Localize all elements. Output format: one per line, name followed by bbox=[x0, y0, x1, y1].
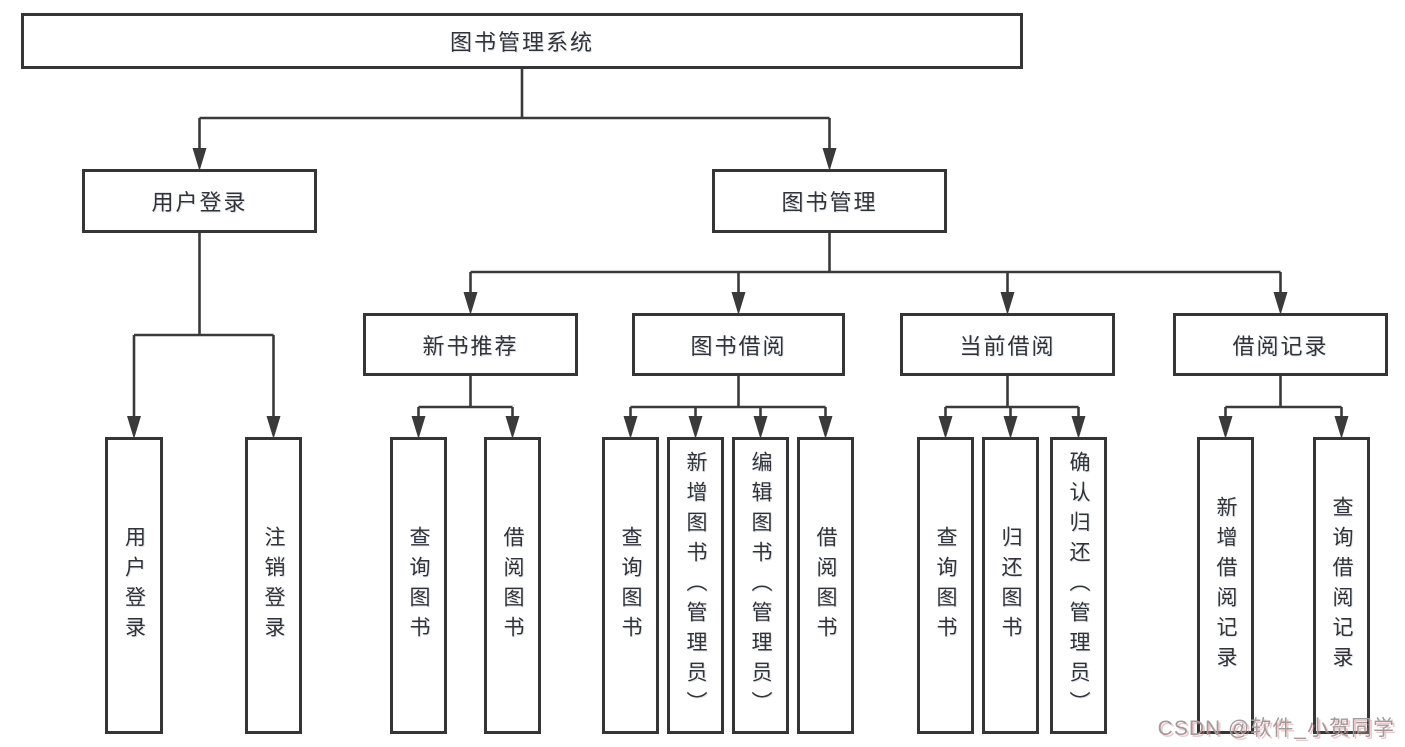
node-br-add: 新增借阅记录 bbox=[1197, 437, 1254, 734]
arrowhead-down-icon bbox=[1003, 416, 1018, 439]
node-br-query: 查询借阅记录 bbox=[1313, 437, 1370, 734]
node-cb-return: 归还图书 bbox=[982, 437, 1039, 734]
arrowhead-down-icon bbox=[688, 416, 703, 439]
node-label-bb-add: 新增图书（管理员） bbox=[684, 450, 707, 721]
node-label-nbr-borrow: 借阅图书 bbox=[501, 525, 524, 646]
node-bb-borrow: 借阅图书 bbox=[797, 437, 854, 734]
node-book-mgmt: 图书管理 bbox=[712, 169, 947, 233]
node-label-bb-query: 查询图书 bbox=[619, 525, 642, 646]
node-label-current-borrow: 当前借阅 bbox=[959, 333, 1056, 359]
arrowhead-down-icon bbox=[753, 416, 768, 439]
node-label-leaf-logout: 注销登录 bbox=[262, 525, 285, 646]
node-label-book-borrow: 图书借阅 bbox=[690, 333, 787, 359]
node-label-cb-return: 归还图书 bbox=[999, 525, 1022, 646]
node-leaf-logout: 注销登录 bbox=[245, 437, 302, 734]
node-root: 图书管理系统 bbox=[21, 13, 1023, 69]
node-bb-query: 查询图书 bbox=[602, 437, 659, 734]
node-label-br-add: 新增借阅记录 bbox=[1214, 495, 1237, 676]
node-label-book-mgmt: 图书管理 bbox=[781, 190, 878, 215]
node-nbr-query: 查询图书 bbox=[390, 437, 447, 734]
arrowhead-down-icon bbox=[266, 416, 281, 439]
node-borrow-records: 借阅记录 bbox=[1173, 313, 1388, 376]
node-label-borrow-records: 借阅记录 bbox=[1232, 333, 1329, 359]
node-label-root: 图书管理系统 bbox=[449, 30, 594, 55]
node-label-cb-query: 查询图书 bbox=[934, 525, 957, 646]
node-new-book-rec: 新书推荐 bbox=[363, 313, 578, 376]
arrowhead-down-icon bbox=[731, 292, 746, 315]
arrowhead-down-icon bbox=[1273, 292, 1288, 315]
arrowhead-down-icon bbox=[192, 148, 207, 171]
node-label-new-book-rec: 新书推荐 bbox=[422, 333, 519, 359]
node-bb-add: 新增图书（管理员） bbox=[667, 437, 724, 734]
arrowhead-down-icon bbox=[1000, 292, 1015, 315]
arrowhead-down-icon bbox=[818, 416, 833, 439]
arrowhead-down-icon bbox=[1218, 416, 1233, 439]
arrowhead-down-icon bbox=[127, 416, 141, 439]
node-label-user-login: 用户登录 bbox=[151, 190, 248, 215]
arrowhead-down-icon bbox=[463, 292, 478, 315]
node-label-nbr-query: 查询图书 bbox=[407, 525, 430, 646]
arrowhead-down-icon bbox=[1071, 416, 1086, 439]
node-cb-confirm: 确认归还（管理员） bbox=[1050, 437, 1107, 734]
node-label-bb-edit: 编辑图书（管理员） bbox=[749, 450, 772, 721]
node-user-login: 用户登录 bbox=[82, 169, 317, 233]
arrowhead-down-icon bbox=[822, 148, 837, 171]
arrowhead-down-icon bbox=[411, 416, 426, 439]
node-label-leaf-user-login: 用户登录 bbox=[122, 525, 146, 646]
node-label-bb-borrow: 借阅图书 bbox=[814, 525, 837, 646]
node-leaf-user-login: 用户登录 bbox=[105, 437, 163, 734]
node-label-br-query: 查询借阅记录 bbox=[1330, 495, 1353, 676]
arrowhead-down-icon bbox=[623, 416, 638, 439]
node-current-borrow: 当前借阅 bbox=[900, 313, 1115, 376]
arrowhead-down-icon bbox=[505, 416, 520, 439]
node-label-cb-confirm: 确认归还（管理员） bbox=[1067, 450, 1090, 721]
arrowhead-down-icon bbox=[1334, 416, 1349, 439]
arrowhead-down-icon bbox=[938, 416, 953, 439]
node-cb-query: 查询图书 bbox=[917, 437, 974, 734]
node-bb-edit: 编辑图书（管理员） bbox=[732, 437, 789, 734]
node-nbr-borrow: 借阅图书 bbox=[484, 437, 541, 734]
node-book-borrow: 图书借阅 bbox=[632, 313, 845, 376]
